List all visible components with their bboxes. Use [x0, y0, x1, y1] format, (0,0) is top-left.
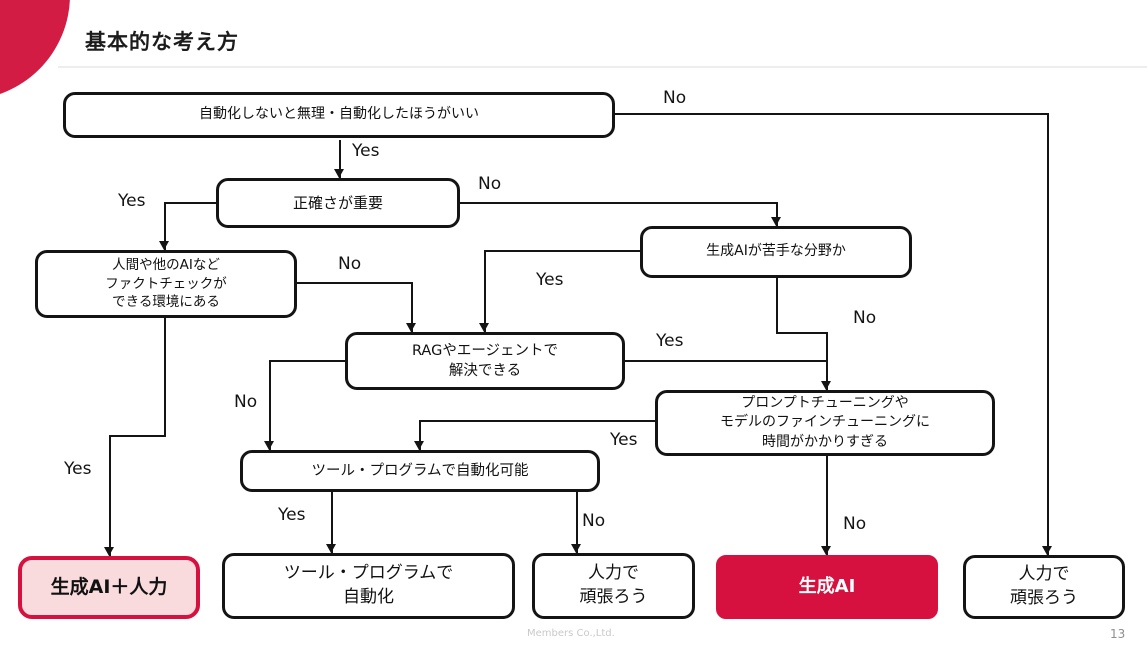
edge-rag-no-arrowhead — [264, 441, 274, 450]
edge-prompt-yes-arrowhead — [414, 441, 424, 450]
edge-nigate-no-label: No — [853, 308, 877, 328]
edge-accuracy-no-label: No — [478, 174, 502, 194]
node-result-genai-plus-human: 生成AI＋人力 — [18, 556, 200, 619]
edge-accuracy-yes-line-v — [164, 202, 166, 250]
edge-factcheck-no-arrowhead — [406, 323, 416, 332]
title-divider — [58, 66, 1147, 68]
edge-factcheck-no-line-h — [297, 282, 413, 284]
edge-accuracy-no-arrowhead — [771, 217, 781, 226]
corner-accent-shape — [0, 0, 70, 100]
edge-tool-yes-label: Yes — [278, 505, 306, 525]
edge-accuracy-yes-label: Yes — [118, 191, 146, 211]
edge-nigate-no-arrowhead — [821, 381, 831, 390]
edge-nigate-no-line-h — [776, 332, 828, 334]
edge-prompt-no-line-v — [826, 456, 828, 555]
edge-auto-yes-arrowhead — [334, 169, 344, 178]
edge-accuracy-yes-line-h — [164, 202, 216, 204]
edge-auto-yes-line — [339, 140, 341, 178]
edge-accuracy-yes-arrowhead — [159, 241, 169, 250]
edge-factcheck-yes-line-v2 — [109, 435, 111, 556]
edge-nigate-no-line-v1 — [776, 278, 778, 334]
edge-nigate-yes-line-v — [484, 250, 486, 332]
node-rag-agent-solvable: RAGやエージェントで 解決できる — [345, 332, 625, 390]
edge-prompt-yes-line-v — [419, 420, 421, 450]
edge-rag-yes-line-h — [625, 360, 828, 362]
node-tuning-too-long: プロンプトチューニングや モデルのファインチューニングに 時間がかかりすぎる — [655, 390, 995, 456]
page-title: 基本的な考え方 — [85, 30, 239, 54]
edge-nigate-yes-label: Yes — [536, 270, 564, 290]
edge-factcheck-yes-label: Yes — [64, 459, 92, 479]
edge-factcheck-yes-line-h — [109, 435, 166, 437]
edge-accuracy-no-line-v — [776, 202, 778, 226]
edge-factcheck-no-label: No — [338, 254, 362, 274]
edge-tool-no-line-v — [576, 492, 578, 553]
node-automation-needed: 自動化しないと無理・自動化したほうがいい — [63, 92, 615, 138]
node-result-human-effort-right: 人力で 頑張ろう — [963, 555, 1125, 619]
edge-auto-no-arrowhead — [1042, 546, 1052, 555]
edge-auto-yes-label: Yes — [352, 141, 380, 161]
edge-accuracy-no-line-h — [460, 202, 778, 204]
edge-prompt-yes-label: Yes — [610, 430, 638, 450]
edge-prompt-no-label: No — [843, 514, 867, 534]
edge-tool-yes-arrowhead — [326, 544, 336, 553]
edge-factcheck-yes-arrowhead — [104, 547, 114, 556]
node-factcheck-environment: 人間や他のAIなど ファクトチェックが できる環境にある — [35, 250, 297, 318]
edge-rag-no-line-v — [269, 360, 271, 450]
edge-tool-no-arrowhead — [571, 544, 581, 553]
node-result-human-effort-left: 人力で 頑張ろう — [532, 553, 695, 619]
node-result-tool-automation: ツール・プログラムで 自動化 — [222, 553, 515, 619]
node-genai-weak-field: 生成AIが苦手な分野か — [640, 226, 912, 278]
edge-auto-no-label: No — [663, 88, 687, 108]
edge-auto-no-line-h — [615, 113, 1049, 115]
edge-prompt-no-arrowhead — [821, 546, 831, 555]
edge-tool-no-label: No — [582, 511, 606, 531]
node-accuracy-important: 正確さが重要 — [216, 178, 460, 228]
edge-rag-yes-label: Yes — [656, 331, 684, 351]
edge-rag-no-line-h — [269, 360, 345, 362]
footer-company-name: Members Co.,Ltd. — [527, 628, 615, 639]
edge-rag-no-label: No — [234, 392, 258, 412]
edge-tool-yes-line-v — [331, 492, 333, 553]
node-tool-automatable: ツール・プログラムで自動化可能 — [240, 450, 600, 492]
edge-factcheck-no-line-v — [411, 282, 413, 332]
edge-auto-no-line-v — [1047, 113, 1049, 555]
edge-nigate-yes-arrowhead — [479, 323, 489, 332]
edge-nigate-yes-line-h — [485, 250, 640, 252]
node-result-genai: 生成AI — [716, 555, 938, 619]
edge-prompt-yes-line-h — [419, 420, 655, 422]
footer-page-number: 13 — [1110, 627, 1126, 641]
edge-factcheck-yes-line-v1 — [164, 317, 166, 437]
